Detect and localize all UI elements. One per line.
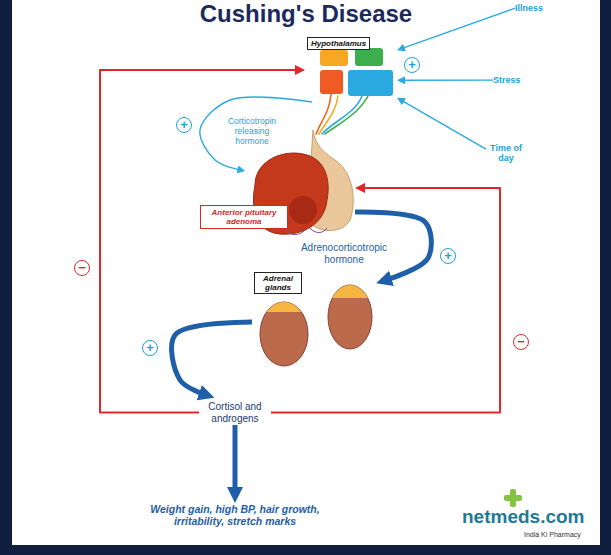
- node-text: Stress: [493, 75, 521, 85]
- input-label: Stress: [493, 75, 521, 85]
- hormone-label: Corticotropin releasing hormone: [220, 117, 284, 146]
- signal-arrow: [233, 425, 238, 492]
- brain-region: [348, 70, 393, 96]
- logo-icon: [504, 495, 522, 501]
- node-text: Anterior pituitary adenoma: [200, 205, 288, 229]
- hormone-label: Adrenocorticotropic hormone: [288, 242, 400, 265]
- input-label: Illness: [515, 3, 543, 13]
- adrenal-node: Adrenal glands: [252, 272, 377, 367]
- label-holder: +: [440, 246, 456, 264]
- blood-vessel: [285, 228, 327, 235]
- edge-label-holder: Adrenocorticotropic hormone: [288, 242, 400, 265]
- node-text: Cortisol and androgens: [199, 400, 271, 425]
- hypothalamus-node: Hypothalamus: [305, 32, 397, 102]
- node-text: Weight gain, high BP, hair growth, irrit…: [133, 503, 338, 527]
- input-label: Time of day: [486, 143, 526, 164]
- feedback-arrow: [271, 188, 500, 413]
- brain-region: [320, 70, 343, 94]
- label-holder: −: [513, 332, 529, 350]
- node-text: Time of day: [486, 143, 526, 164]
- label-holder: India Ki Pharmacy: [524, 531, 581, 539]
- label-holder: −: [74, 258, 90, 276]
- signal-arrow: [172, 322, 252, 394]
- minus-sign: −: [513, 334, 529, 350]
- minus-sign: −: [74, 260, 90, 276]
- adrenal-gland: [260, 302, 308, 312]
- nerve-fibre: [322, 96, 362, 134]
- plus-sign: +: [404, 57, 420, 73]
- label-holder: +: [142, 338, 158, 356]
- brand-tagline: India Ki Pharmacy: [524, 531, 581, 539]
- node-text: Adrenal glands: [254, 272, 302, 294]
- signal-arrow: [402, 101, 486, 150]
- signal-arrow: [402, 8, 515, 48]
- diagram-title: Cushing's Disease: [200, 0, 412, 28]
- plus-sign: +: [176, 117, 192, 133]
- adrenal-gland: [328, 285, 372, 298]
- title-holder: Cushing's Disease: [200, 0, 412, 28]
- symptoms-node: Weight gain, high BP, hair growth, irrit…: [133, 503, 338, 527]
- label-holder: +: [176, 115, 192, 133]
- label-holder: netmeds.com: [462, 506, 584, 528]
- brand-name: netmeds.com: [462, 506, 584, 528]
- kidney: [328, 285, 372, 349]
- plus-sign: +: [440, 248, 456, 264]
- node-text: Hypothalamus: [307, 37, 370, 50]
- hormone-node: Cortisol and androgens: [199, 400, 271, 425]
- pituitary-node: Anterior pituitary adenoma: [245, 130, 355, 238]
- brain-region: [355, 48, 383, 66]
- adenoma: [289, 196, 317, 224]
- signal-arrow: [403, 79, 493, 81]
- brain-region: [320, 50, 348, 66]
- node-text: Illness: [515, 3, 543, 13]
- plus-sign: +: [142, 340, 158, 356]
- panel: [12, 0, 600, 545]
- label-holder: +: [404, 55, 420, 73]
- edge-label-holder: Corticotropin releasing hormone: [220, 117, 284, 146]
- kidney: [260, 302, 308, 366]
- feedback-arrow: [100, 70, 298, 412]
